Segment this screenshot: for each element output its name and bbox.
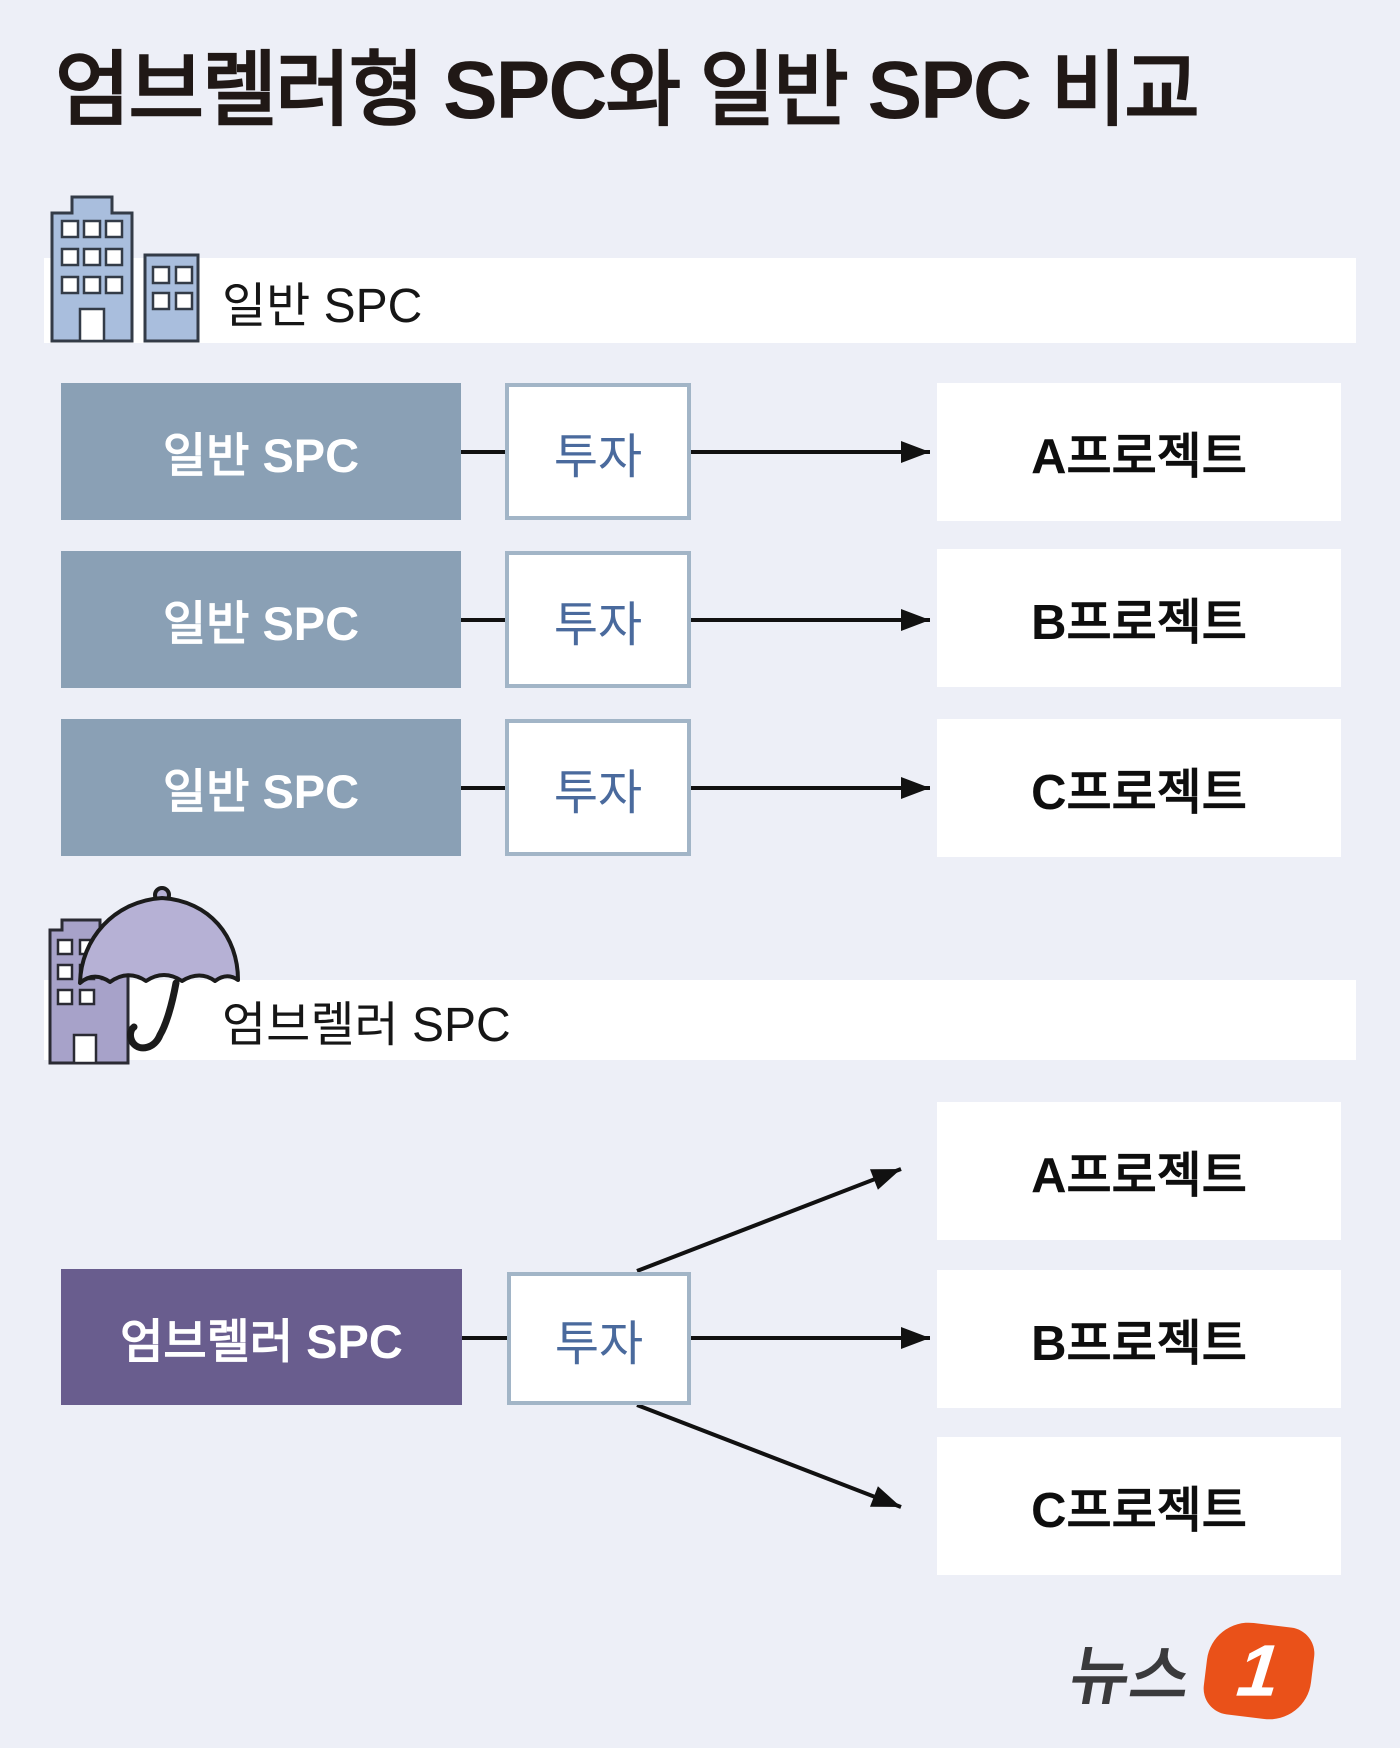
umbrella-building-icon xyxy=(48,886,240,1065)
umbrella-project-box-a: A프로젝트 xyxy=(937,1102,1341,1240)
invest-box-2: 투자 xyxy=(505,551,691,688)
general-spc-box-1: 일반 SPC xyxy=(61,383,461,520)
building-door xyxy=(78,307,106,343)
umbrella-project-box-c: C프로젝트 xyxy=(937,1437,1341,1575)
umbrella-spc-box: 엄브렐러 SPC xyxy=(61,1269,462,1405)
general-spc-box-2: 일반 SPC xyxy=(61,551,461,688)
page-title: 엄브렐러형 SPC와 일반 SPC 비교 xyxy=(55,45,1200,136)
project-box-b: B프로젝트 xyxy=(937,549,1341,687)
invest-box-3: 투자 xyxy=(505,719,691,856)
umbrella-canopy xyxy=(78,896,240,985)
invest-box-umbrella: 투자 xyxy=(507,1272,691,1405)
building-windows xyxy=(60,219,124,295)
invest-box-1: 투자 xyxy=(505,383,691,520)
project-box-a: A프로젝트 xyxy=(937,383,1341,521)
news1-badge-numeral: 1 xyxy=(1233,1629,1284,1712)
building2-windows xyxy=(151,265,194,311)
project-box-c: C프로젝트 xyxy=(937,719,1341,857)
news1-logo-text: 뉴스 xyxy=(1064,1640,1198,1712)
umbrella-handle xyxy=(127,979,180,1052)
umbrella-building-door xyxy=(72,1033,98,1065)
general-section-label-bar: 일반 SPC xyxy=(44,258,1356,343)
buildings-icon xyxy=(50,195,200,343)
news1-logo: 뉴스 1 xyxy=(1065,1617,1318,1725)
general-section-label: 일반 SPC xyxy=(222,279,423,333)
news1-logo-badge: 1 xyxy=(1200,1617,1318,1725)
umbrella-project-box-b: B프로젝트 xyxy=(937,1270,1341,1408)
general-spc-box-3: 일반 SPC xyxy=(61,719,461,856)
umbrella-section-label: 엄브렐러 SPC xyxy=(222,999,511,1052)
umbrella-section-label-bar: 엄브렐러 SPC xyxy=(44,980,1356,1060)
